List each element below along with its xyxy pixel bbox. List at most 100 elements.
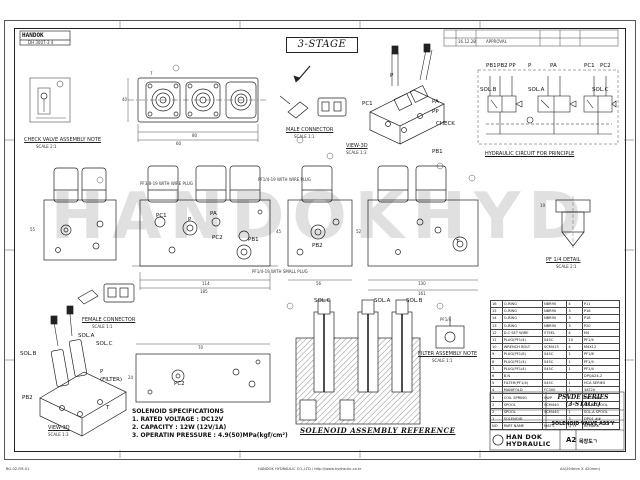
bom-cell: HCA SERIES xyxy=(581,379,621,388)
solenoid-specs: SOLENOID SPECIFICATIONS 1. RATED VOLTAGE… xyxy=(132,408,288,440)
bom-cell: 2 xyxy=(490,407,503,417)
bom-cell: PF1/4 xyxy=(581,357,621,366)
bom-cell: S45C xyxy=(541,379,568,388)
bom-cell: PART NAME xyxy=(501,422,543,431)
bom-cell: SPOOL xyxy=(501,400,543,409)
bom-cell: S45C xyxy=(541,364,568,373)
dim-45: 45 xyxy=(276,229,282,234)
section-sol-c: SOL.C xyxy=(314,298,331,304)
bom-cell: P11 xyxy=(581,299,621,309)
port-p-top: P xyxy=(390,73,394,79)
bom-cell: S45C xyxy=(541,350,568,359)
port-pb1-front: PB1 xyxy=(248,237,259,243)
revision-table xyxy=(443,29,619,47)
company-line2: HYDRAULIC xyxy=(506,440,551,448)
bom-cell: SCM440 xyxy=(541,407,568,417)
view-3d-top-scale: SCALE 1:3 xyxy=(346,150,367,155)
specs-line3: 3. OPERATIN PRESSURE : 4.9(50)MPa(kgf/cm… xyxy=(132,432,288,439)
hyd-port-pa: PA xyxy=(550,63,557,69)
bom-cell: S45C xyxy=(541,335,568,345)
bom-cell: 4 xyxy=(566,343,583,352)
bom-cell: 3AT20 xyxy=(581,386,621,395)
hyd-sol-a: SOL.A xyxy=(528,87,545,93)
bom-cell: 3 xyxy=(566,414,583,424)
bom-cell: 2 xyxy=(490,400,503,409)
bom-cell: D.C SET WIRE xyxy=(501,328,543,337)
bom-cell: MANIFOLD xyxy=(501,386,543,395)
port-pp-top: PP xyxy=(432,109,439,115)
bom-cell: NBR90 xyxy=(541,307,568,316)
label-sol-c-3d: SOL.C xyxy=(96,341,113,347)
bom-cell: O-RING xyxy=(501,314,543,323)
series-line1: PSVDE SERIES xyxy=(557,394,609,401)
port-pc1-top: PC1 xyxy=(362,101,373,107)
female-connector-label: FEMALE CONNECTOR xyxy=(82,317,136,323)
bom-cell: 1 xyxy=(566,386,583,395)
check-valve-scale: SCALE 2:1 xyxy=(36,144,57,149)
section-sol-b: SOL.B xyxy=(406,298,423,304)
bom-cell: PLUG(PF1/8) xyxy=(501,350,543,359)
corner-logo: HANDOK xyxy=(22,32,44,39)
bom-cell: B.N xyxy=(501,371,543,381)
port-t-3d: T xyxy=(106,405,110,411)
specs-line2: 2. CAPACITY : 12W (12V/1A) xyxy=(132,424,227,431)
bom-cell: DPQA24-2 xyxy=(581,371,621,381)
watermark: HANDOKHYD xyxy=(50,180,590,254)
pf38-plug-label: PF1/4-19 WITH SMALL PLUG xyxy=(252,269,308,274)
bom-cell xyxy=(541,371,568,381)
bom-cell: STEEL xyxy=(541,328,568,337)
pf38-wire2-label: PF1/4-19 WITH WIRE PLUG xyxy=(258,177,311,182)
top-view-manifold xyxy=(127,77,266,142)
view-3d-bottom-scale: SCALE 1:3 xyxy=(48,432,69,437)
bom-cell: 1 xyxy=(566,357,583,366)
rear-view-manifold xyxy=(367,165,479,291)
hyd-sol-c: SOL.C xyxy=(592,87,609,93)
bom-cell: 1 xyxy=(566,400,583,409)
pf14-label: PF1/4 xyxy=(440,317,452,322)
check-valve-detail xyxy=(29,77,71,123)
bom-cell: M4 xyxy=(581,328,621,337)
sheet-title-box: 3-STAGE xyxy=(286,37,358,53)
dim-55: 55 xyxy=(30,227,36,232)
port-t-rear: T xyxy=(456,239,460,245)
port-p-3d: P xyxy=(100,369,104,375)
bom-cell: 14 xyxy=(490,314,503,323)
label-sol-b-3d: SOL.B xyxy=(20,351,37,357)
port-p-front: P xyxy=(188,217,192,223)
bom-cell: NBR90 xyxy=(541,299,568,309)
port-pa-front: PA xyxy=(210,211,217,217)
dim-185: 185 xyxy=(200,289,208,294)
hyd-port-pb2: PB2 xyxy=(497,63,508,69)
leader-balloons xyxy=(96,64,476,310)
pf-detail-scale: SCALE 2:1 xyxy=(556,264,577,269)
male-connector-scale: SCALE 1:1 xyxy=(294,134,315,139)
filter-detail xyxy=(435,316,465,349)
filter-note-scale: SCALE 1:1 xyxy=(432,358,453,363)
dim-19: 19 xyxy=(540,203,546,208)
bom-cell: SPOOL xyxy=(501,407,543,417)
male-connector-detail xyxy=(279,65,347,119)
bom-cell: 3 xyxy=(566,314,583,323)
dim-7: 7 xyxy=(150,71,153,76)
hyd-port-pc2: PC2 xyxy=(600,63,611,69)
hydraulic-caption: HYDRAULIC CIRCUIT FOR PRINCIPLE xyxy=(485,151,575,157)
bom-cell: O-RING xyxy=(501,321,543,330)
bom-cell: SOL.A SPOOL xyxy=(581,407,621,417)
bom-cell: DPQ1 ## xyxy=(581,414,621,424)
dim-52: 52 xyxy=(356,229,362,234)
footer-center: HANDOK HYDRAULIC CO.,LTD / http://www.hy… xyxy=(258,467,362,471)
bom-cell: NBR90 xyxy=(541,321,568,330)
bom-cell: 9 xyxy=(490,350,503,359)
filter-note-label: FILTER ASSEMBLY NOTE xyxy=(418,351,478,357)
bom-cell: 1 xyxy=(490,414,503,424)
